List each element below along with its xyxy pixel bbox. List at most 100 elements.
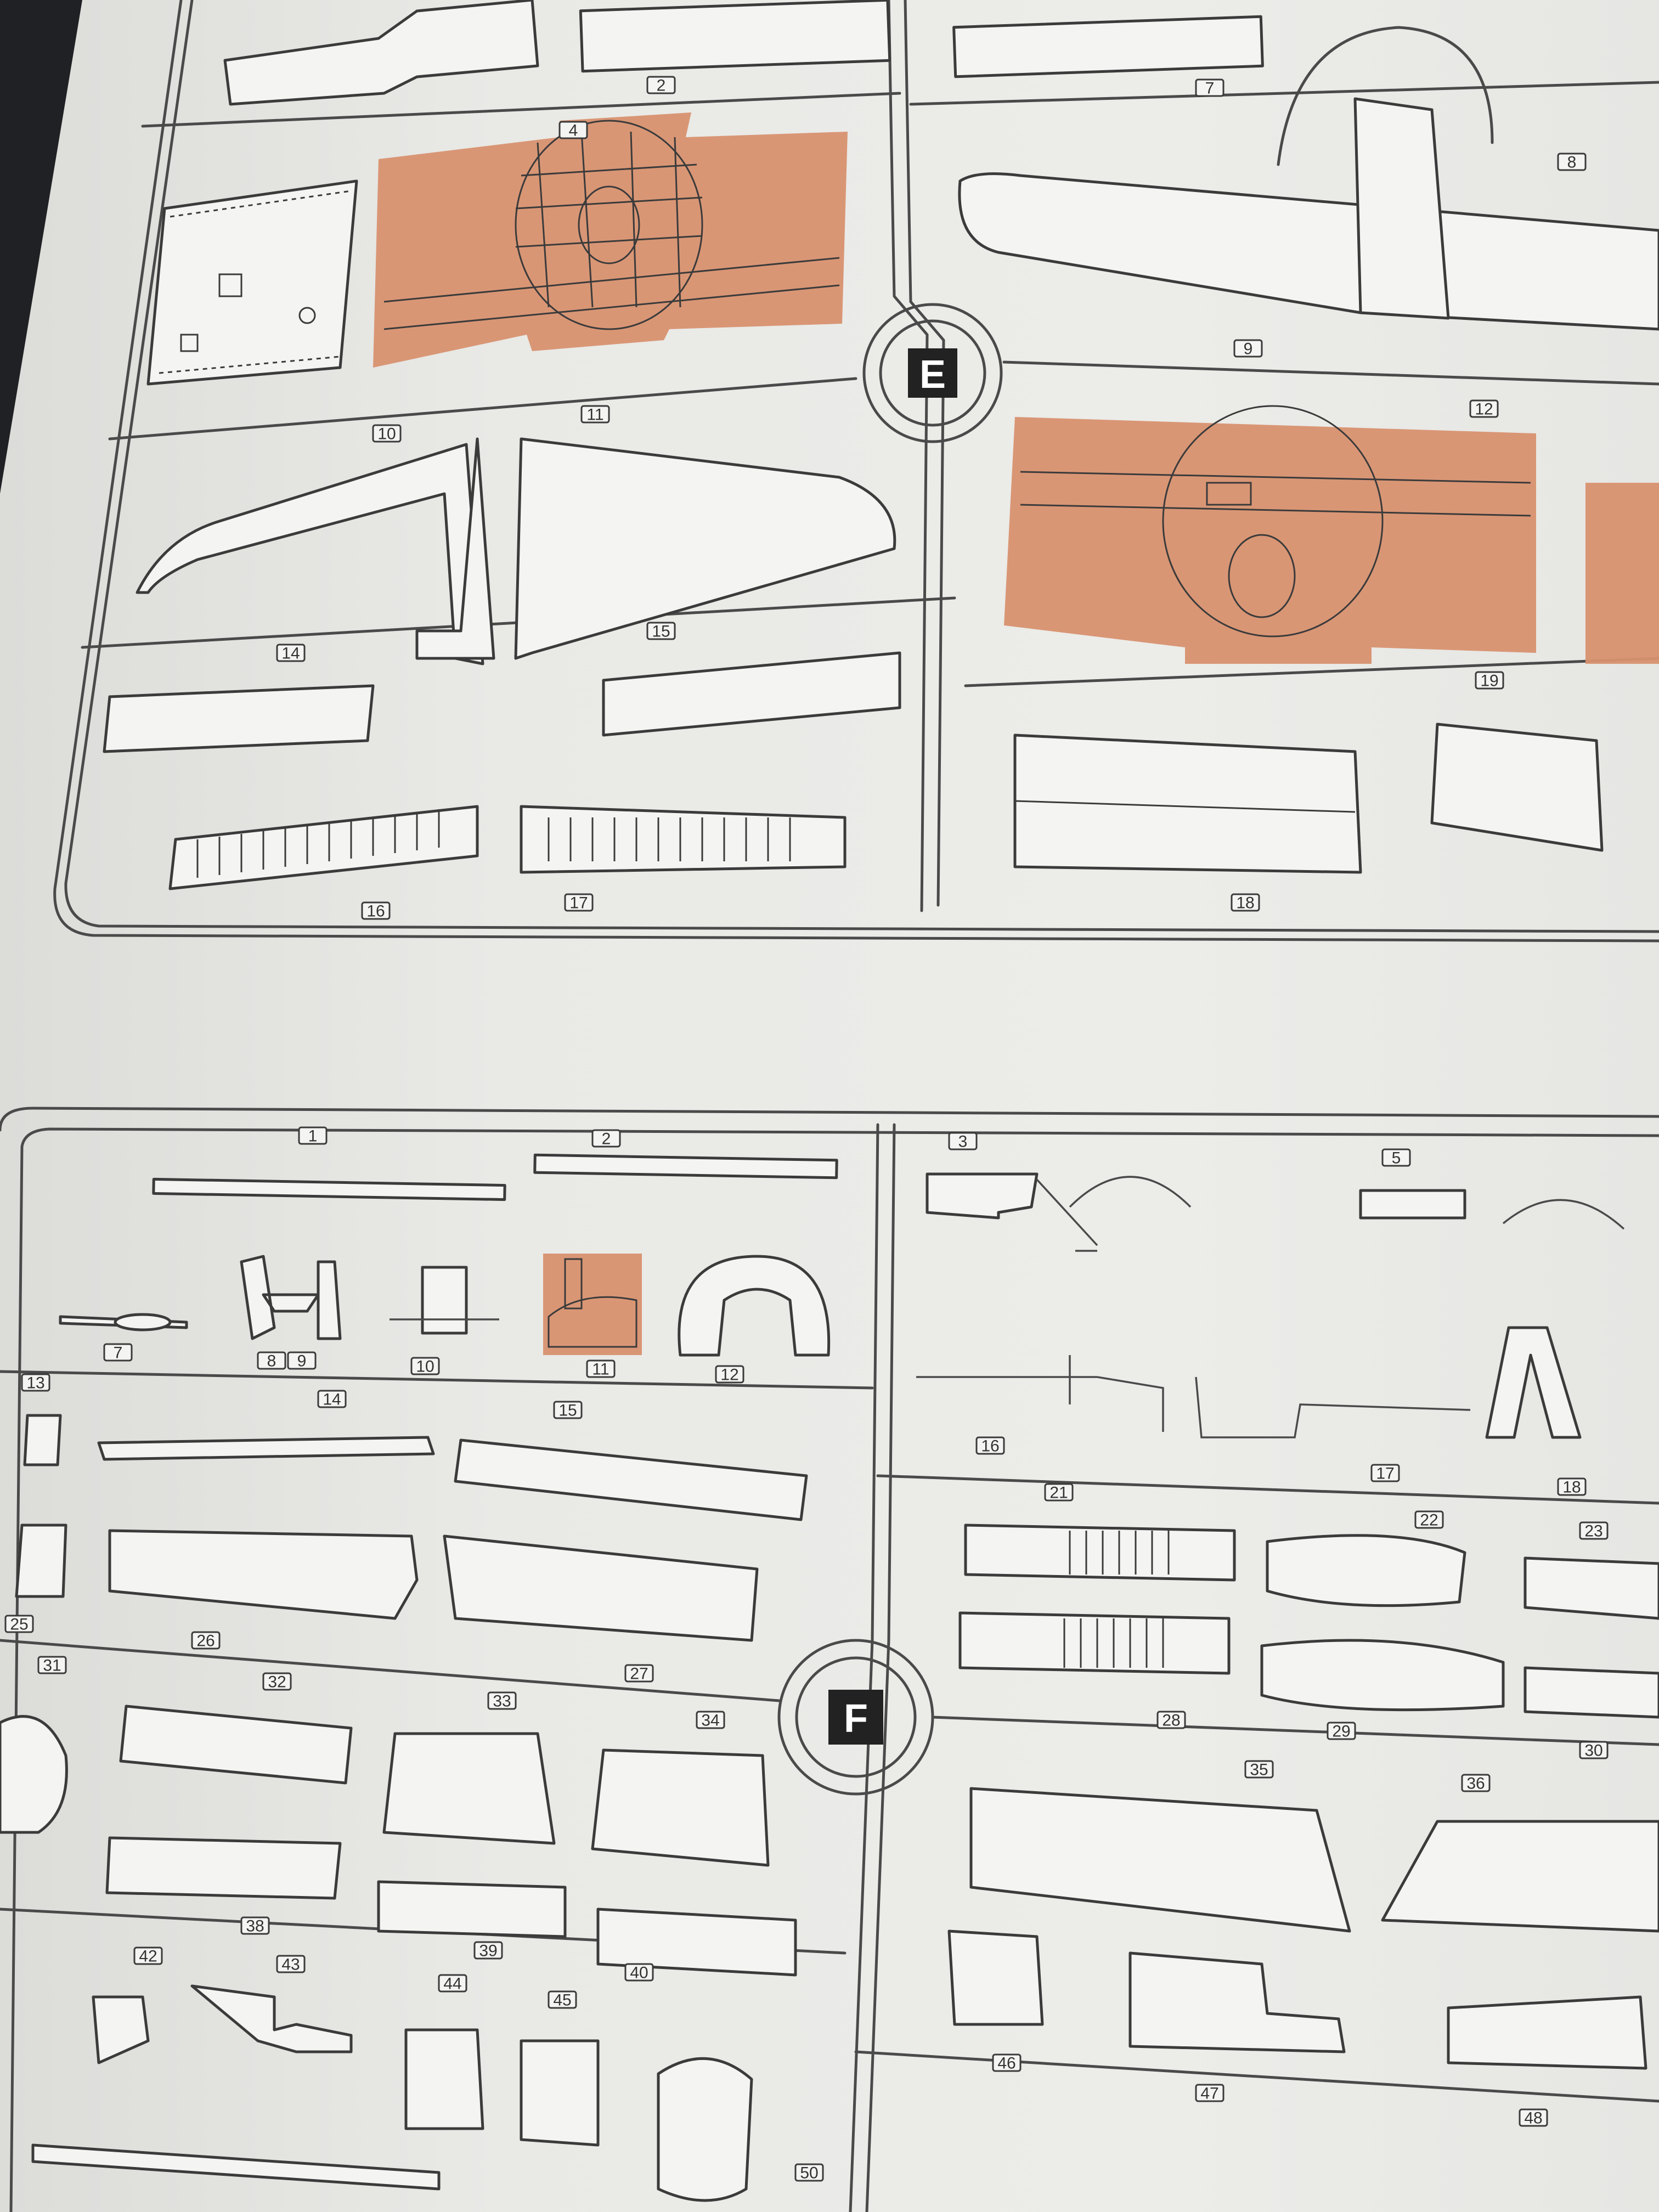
part-f-47	[1128, 1951, 1346, 2053]
part-number-label: 50	[800, 2164, 818, 2182]
part-number-label: 9	[1244, 340, 1253, 358]
part-number-label: 36	[1466, 1775, 1485, 1793]
part-f-43	[190, 1984, 353, 2053]
part-number-label: 35	[1250, 1761, 1268, 1779]
part-f-44	[404, 2028, 484, 2130]
part-number-label: 28	[1162, 1712, 1180, 1730]
part-f-5	[1359, 1189, 1466, 1220]
part-f-8-9	[240, 1255, 342, 1340]
part-number-label: 3	[958, 1133, 968, 1151]
part-e-8	[373, 112, 848, 368]
part-number-label: 23	[1584, 1522, 1602, 1541]
part-number-label: 17	[1376, 1465, 1394, 1483]
part-f-36	[1381, 1820, 1659, 1933]
part-number-label: 18	[1562, 1479, 1581, 1497]
part-number-label: 44	[443, 1975, 461, 1993]
part-e-4	[146, 179, 358, 386]
part-f-6-arch	[1502, 1199, 1625, 1230]
part-f-17-shaft	[1195, 1376, 1471, 1438]
sprue-f-runner	[0, 1639, 781, 1702]
part-number-label: 2	[657, 77, 666, 95]
part-number-label: 14	[281, 645, 300, 663]
part-number-label: 12	[720, 1366, 738, 1384]
part-e-2	[223, 0, 539, 106]
part-e-13-partial	[1585, 483, 1659, 664]
part-number-label: 9	[297, 1352, 307, 1370]
part-f-31	[0, 1715, 68, 1834]
part-f-10	[421, 1266, 468, 1335]
part-number-label: 7	[114, 1344, 123, 1362]
part-number-label: 8	[267, 1352, 276, 1370]
part-number-label: 19	[1480, 672, 1498, 690]
part-number-label: 13	[26, 1374, 44, 1392]
part-e-12	[1004, 405, 1536, 664]
part-e-10-11-center	[415, 437, 495, 660]
part-e-16-ribs	[196, 809, 440, 878]
part-e-10	[136, 443, 484, 665]
part-f-34	[591, 1748, 770, 1867]
part-number-label: 11	[592, 1361, 609, 1379]
part-e-7	[952, 15, 1264, 78]
part-e-11	[514, 437, 896, 660]
part-f-3-strut	[1036, 1178, 1098, 1252]
part-number-label: 16	[366, 902, 385, 921]
part-e-9-pylon	[1353, 97, 1450, 320]
sprue-e-runner	[108, 377, 857, 441]
part-number-label: 38	[246, 1917, 264, 1936]
part-number-label: 12	[1475, 400, 1493, 419]
part-e-4-detail	[180, 334, 199, 352]
sprue-f: F 1 2 3 5 7 8 9 10 11 12 13 14 15 16 17 …	[0, 1107, 1659, 2212]
part-f-48	[1447, 1995, 1647, 2070]
part-number-label: 31	[43, 1657, 61, 1675]
part-number-label: 18	[1236, 894, 1254, 912]
part-f-38	[105, 1836, 342, 1900]
part-e-9	[958, 172, 1659, 331]
part-f-42	[92, 1995, 150, 2064]
part-f-28-ribs	[1063, 1618, 1164, 1668]
part-number-label: 21	[1049, 1484, 1068, 1502]
part-number-label: 17	[569, 894, 588, 912]
part-f-21-ribs	[1069, 1531, 1170, 1575]
part-number-label: 48	[1524, 2109, 1542, 2128]
sprue-f-runner	[849, 1123, 879, 2212]
sprue-f-frame-inner	[9, 1127, 1659, 2212]
part-e-16	[168, 805, 479, 890]
part-f-35	[969, 1787, 1351, 1933]
sprue-e-badge	[908, 348, 957, 398]
part-number-label: 40	[630, 1964, 648, 1982]
part-f-32	[119, 1705, 353, 1785]
part-f-30	[1523, 1666, 1659, 1719]
part-e-15	[602, 651, 901, 737]
part-f-22	[1266, 1534, 1466, 1607]
part-e-4-detail	[218, 273, 242, 297]
part-number-label: 33	[493, 1692, 511, 1711]
sprue-f-runner	[876, 1474, 1659, 1505]
part-f-50	[657, 2057, 753, 2202]
part-f-27	[443, 1534, 759, 1642]
part-f-45	[520, 2039, 600, 2147]
part-e-18-line	[1014, 800, 1356, 813]
part-e-9-arch	[1277, 26, 1494, 166]
part-number-label: 30	[1584, 1742, 1602, 1760]
part-number-label: 22	[1420, 1511, 1438, 1530]
sprue-f-frame	[0, 1107, 1659, 1132]
part-number-label: 8	[1567, 154, 1577, 172]
part-number-label: 46	[997, 2055, 1015, 2073]
part-f-15	[454, 1438, 808, 1521]
sprue-f-badge	[828, 1690, 883, 1745]
part-f-39	[377, 1880, 567, 1938]
sprue-e: E 2 4 7 8 9 10 11 12 14 15 16 17 18 19	[53, 0, 1659, 943]
part-f-40	[596, 1908, 797, 1977]
part-number-label: 14	[323, 1391, 341, 1409]
part-number-label: 32	[268, 1673, 286, 1691]
part-f-11	[543, 1254, 642, 1355]
part-e-19	[1430, 723, 1604, 852]
part-number-label: 10	[416, 1358, 434, 1376]
part-e-4-teeth	[159, 190, 352, 374]
sprue-e-badge-ring	[862, 303, 1003, 443]
sprue-e-runner	[909, 81, 1659, 106]
sprue-f-labels: 1 2 3 5 7 8 9 10 11 12 13 14 15 16 17 18…	[4, 1126, 1609, 2182]
sprue-f-runner	[865, 1123, 896, 2212]
